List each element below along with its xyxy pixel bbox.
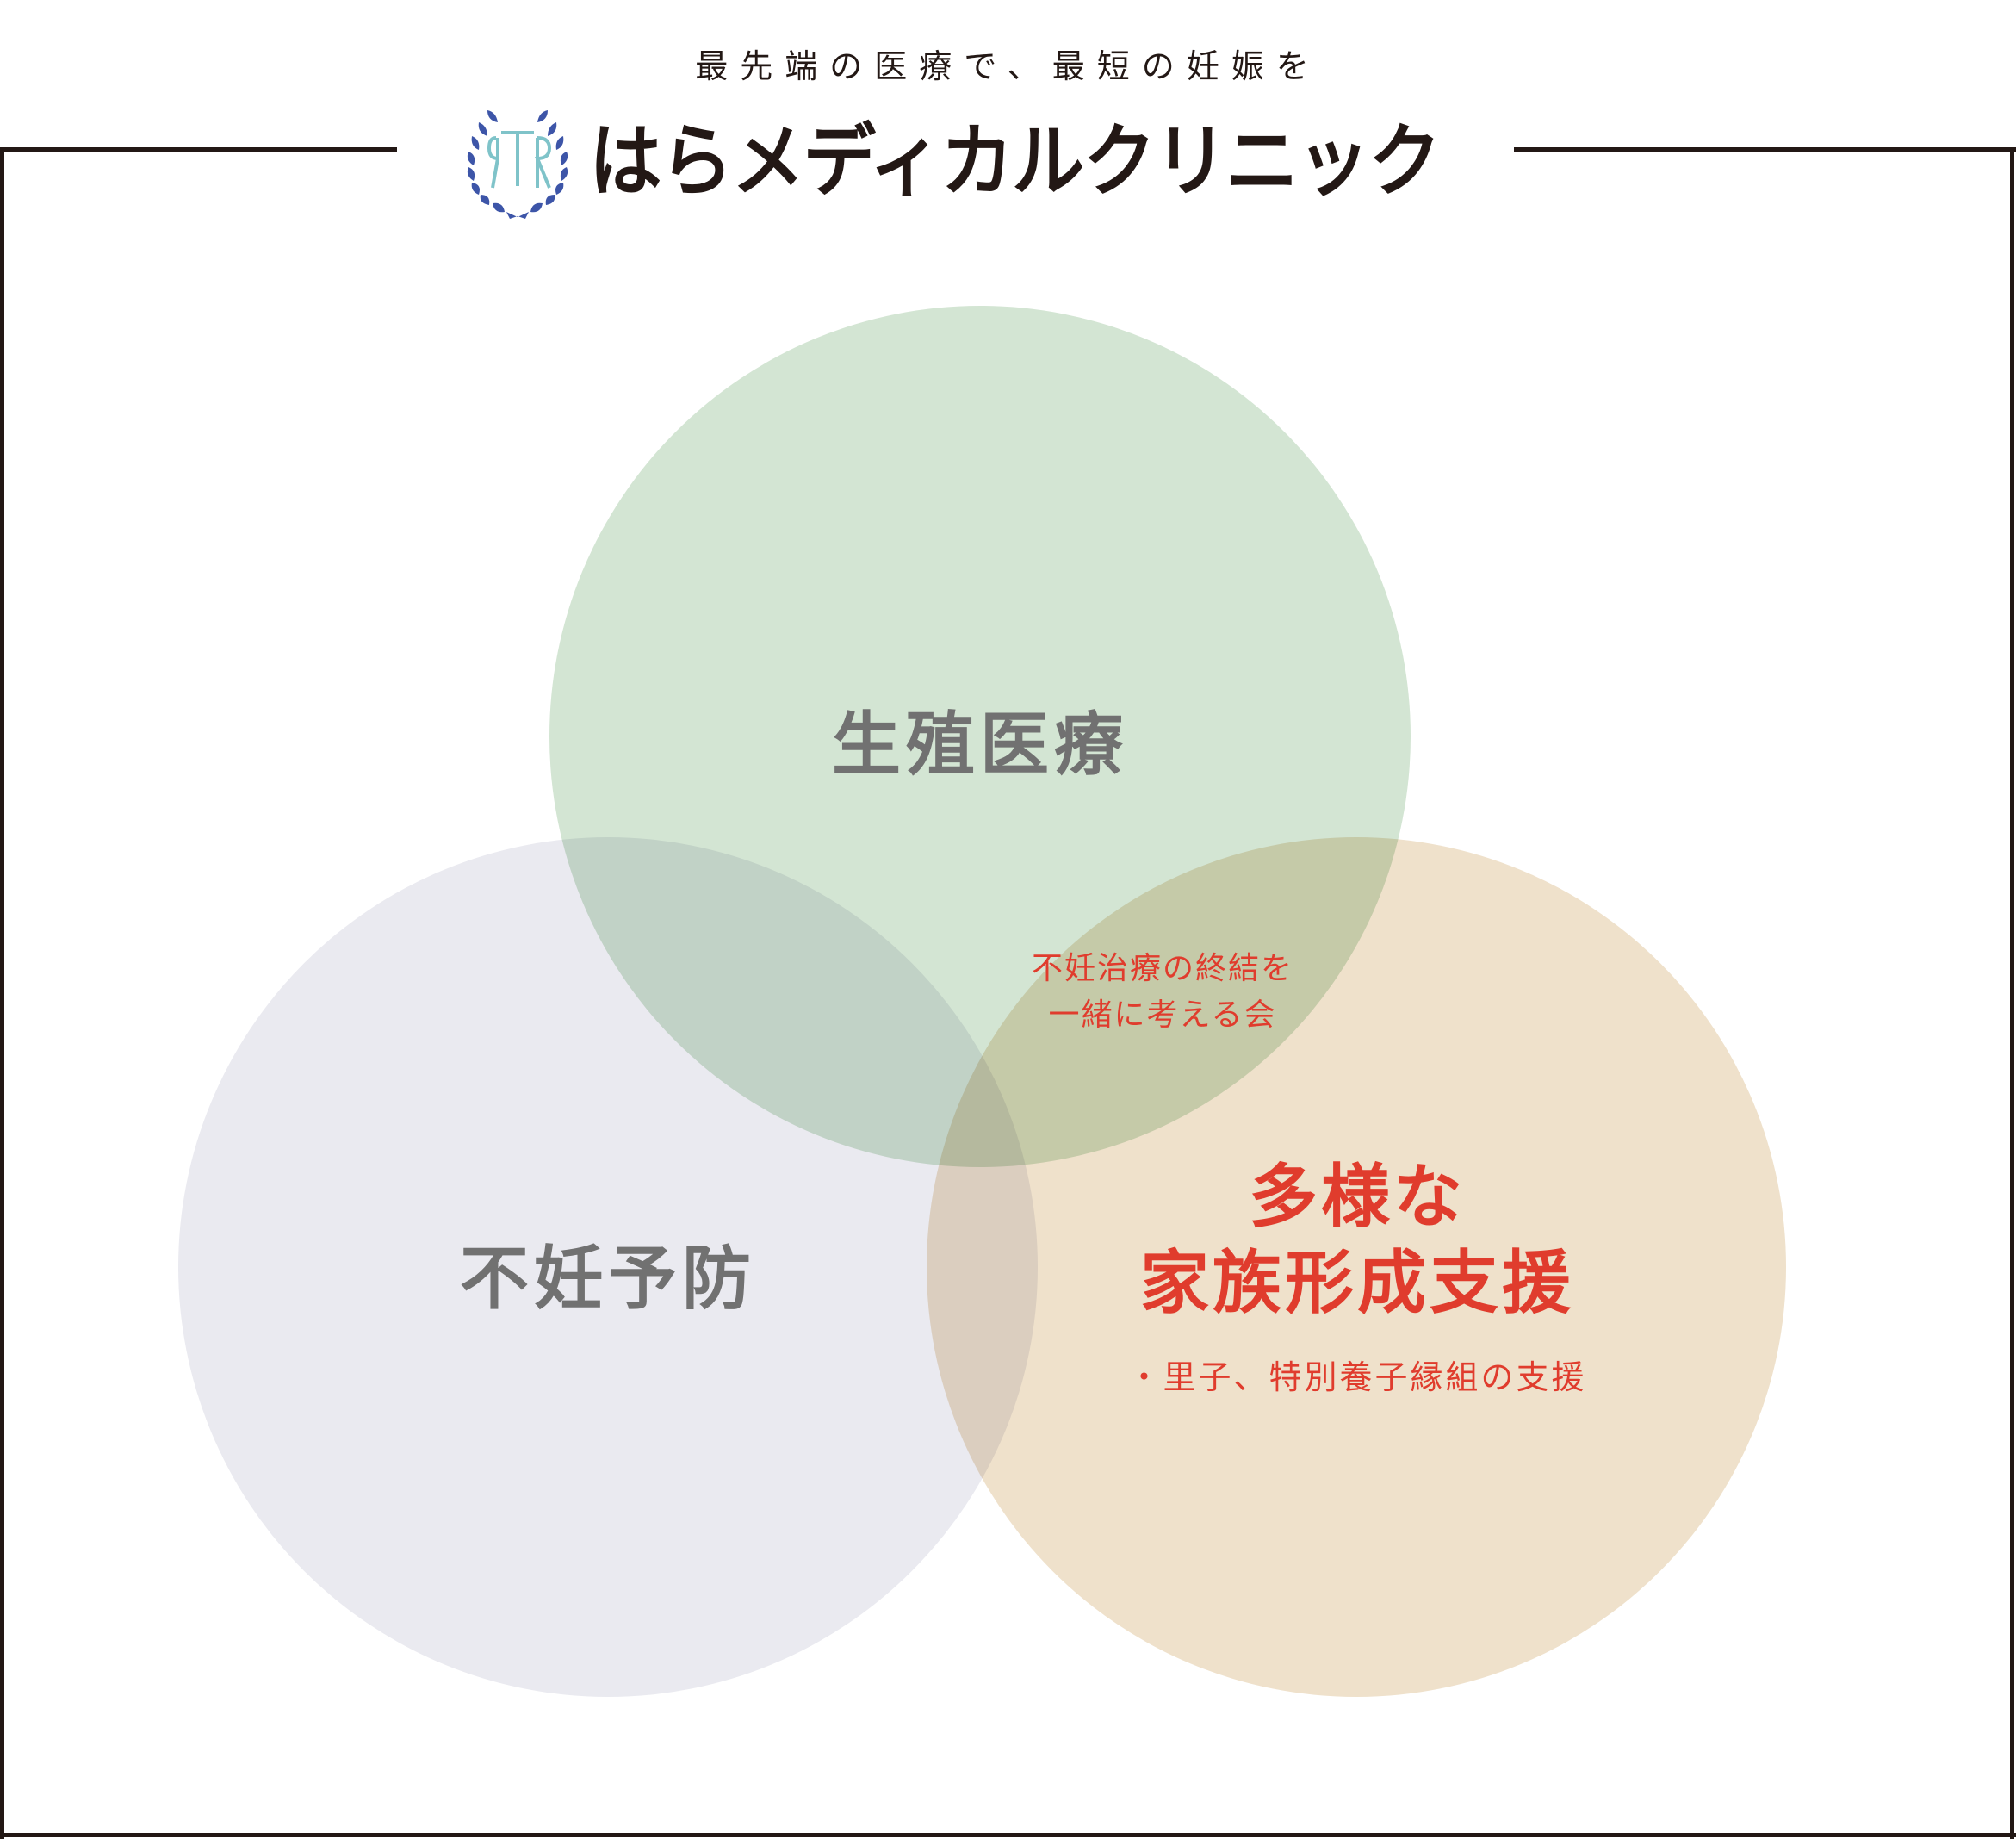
label-foster-adoption-support: ・里子、特別養子縁組の支援 bbox=[1127, 1358, 1587, 1396]
circle-family-formation-support bbox=[927, 837, 1786, 1697]
frame-right-line bbox=[2010, 147, 2014, 1839]
laurel-emblem-icon bbox=[467, 110, 568, 219]
label-infertility-prevention: 不妊予防 bbox=[460, 1239, 756, 1319]
frame-top-right-line bbox=[1514, 147, 2016, 152]
clinic-name: はらメディカルクリニック bbox=[589, 115, 1442, 208]
label-intersection: 不妊治療の終結を 一緒に考える会 bbox=[947, 946, 1378, 1039]
label-family-formation-support: 多様な 家族形成支援 bbox=[1099, 1154, 1616, 1326]
circle-infertility-prevention bbox=[178, 837, 1038, 1697]
family-formation-line-2: 家族形成支援 bbox=[1140, 1243, 1574, 1323]
frame-left-line bbox=[0, 147, 4, 1839]
frame-top-left-line bbox=[0, 147, 397, 152]
intersection-line-1: 不妊治療の終結を bbox=[1031, 951, 1293, 986]
family-formation-line-1: 多様な bbox=[1249, 1157, 1466, 1237]
frame-bottom-line bbox=[0, 1833, 2016, 1837]
intersection-line-2: 一緒に考える会 bbox=[1048, 997, 1277, 1033]
tagline: 最先端の医療で、最短の妊娠を bbox=[695, 47, 1321, 85]
label-reproductive-medicine: 生殖医療 bbox=[832, 705, 1128, 785]
clinic-logo[interactable]: はらメディカルクリニック bbox=[462, 102, 1514, 222]
